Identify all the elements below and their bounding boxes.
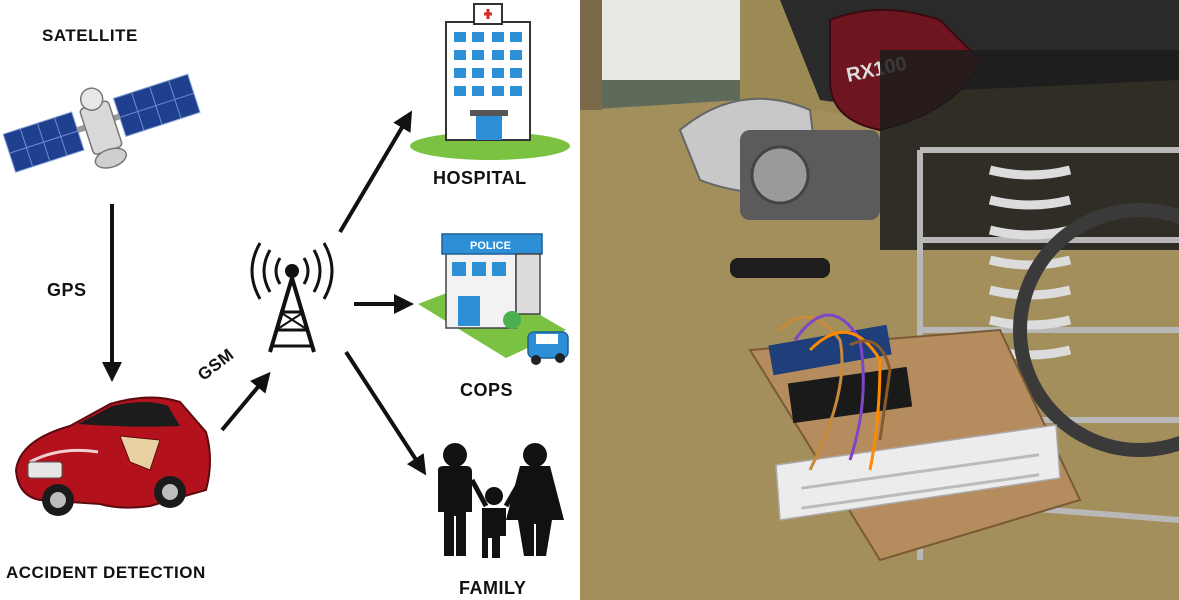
gsm-tower-icon (250, 242, 334, 353)
crashed-car-icon (14, 396, 211, 516)
photo-canvas: RX100 (580, 0, 1179, 600)
accident-alert-diagram: POLICE SATELL (0, 0, 580, 600)
arrow-car-to-tower (220, 371, 271, 432)
arrow-tower-to-family (344, 350, 427, 476)
family-label: FAMILY (459, 578, 527, 598)
police-sign: POLICE (470, 240, 511, 252)
family-icon (438, 443, 564, 558)
diagram-canvas: POLICE (2, 3, 570, 558)
circuit-board (748, 313, 1082, 562)
hospital-label: HOSPITAL (433, 168, 527, 188)
satellite-icon (2, 73, 201, 173)
prototype-photo: RX100 (580, 0, 1179, 600)
cops-label: COPS (460, 380, 514, 400)
motorcycle: RX100 (678, 0, 1179, 560)
gps-label: GPS (47, 280, 87, 300)
arrow-tower-to-hospital (338, 110, 413, 234)
accident-detection-label: ACCIDENT DETECTION (6, 563, 206, 582)
satellite-label: SATELLITE (42, 26, 138, 45)
hospital-icon (410, 3, 570, 160)
police-station-icon: POLICE (418, 233, 569, 365)
